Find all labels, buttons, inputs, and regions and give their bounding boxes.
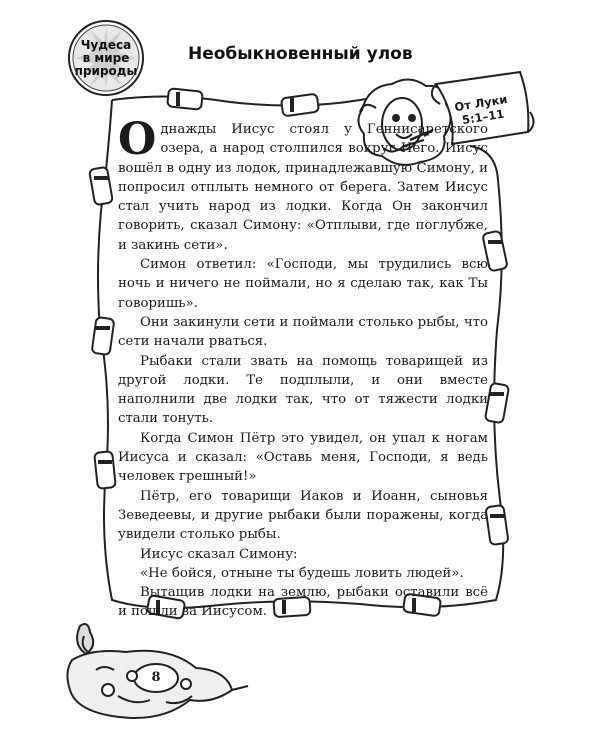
section-badge-label: Чудеса в мире природы	[74, 37, 138, 78]
story-paragraph: Пётр, его товарищи Иаков и Иоанн, сыновь…	[118, 488, 488, 543]
story-paragraph: Рыбаки стали звать на помощь товарищей и…	[118, 353, 488, 427]
story-paragraph: Они закинули сети и поймали столько рыбы…	[118, 314, 488, 350]
story-paragraph-1: О днажды Иисус стоял у Геннисаретского о…	[118, 114, 488, 255]
drop-cap: О	[118, 114, 157, 165]
story-paragraph: «Не бойся, отныне ты будешь ловить людей…	[140, 565, 464, 581]
story-paragraph: Вытащив лодки на землю, рыбаки оставили …	[118, 585, 488, 620]
story-title: Необыкновенный улов	[188, 44, 413, 64]
story-paragraph: Когда Симон Пётр это увидел, он упал к н…	[118, 430, 488, 485]
story-text: О днажды Иисус стоял у Геннисаретского о…	[118, 114, 488, 622]
section-badge: Чудеса в мире природы	[68, 28, 144, 88]
badge-graphic	[68, 20, 144, 96]
story-paragraph: Иисус сказал Симону:	[140, 546, 298, 562]
first-paragraph-text: днажды Иисус стоял у Геннисаретского озе…	[118, 122, 488, 253]
page-number: 8	[151, 670, 161, 685]
oil-lamp-illustration	[66, 623, 249, 719]
sheep-illustration	[357, 70, 535, 166]
story-paragraph: Симон ответил: «Господи, мы трудились вс…	[118, 257, 488, 311]
